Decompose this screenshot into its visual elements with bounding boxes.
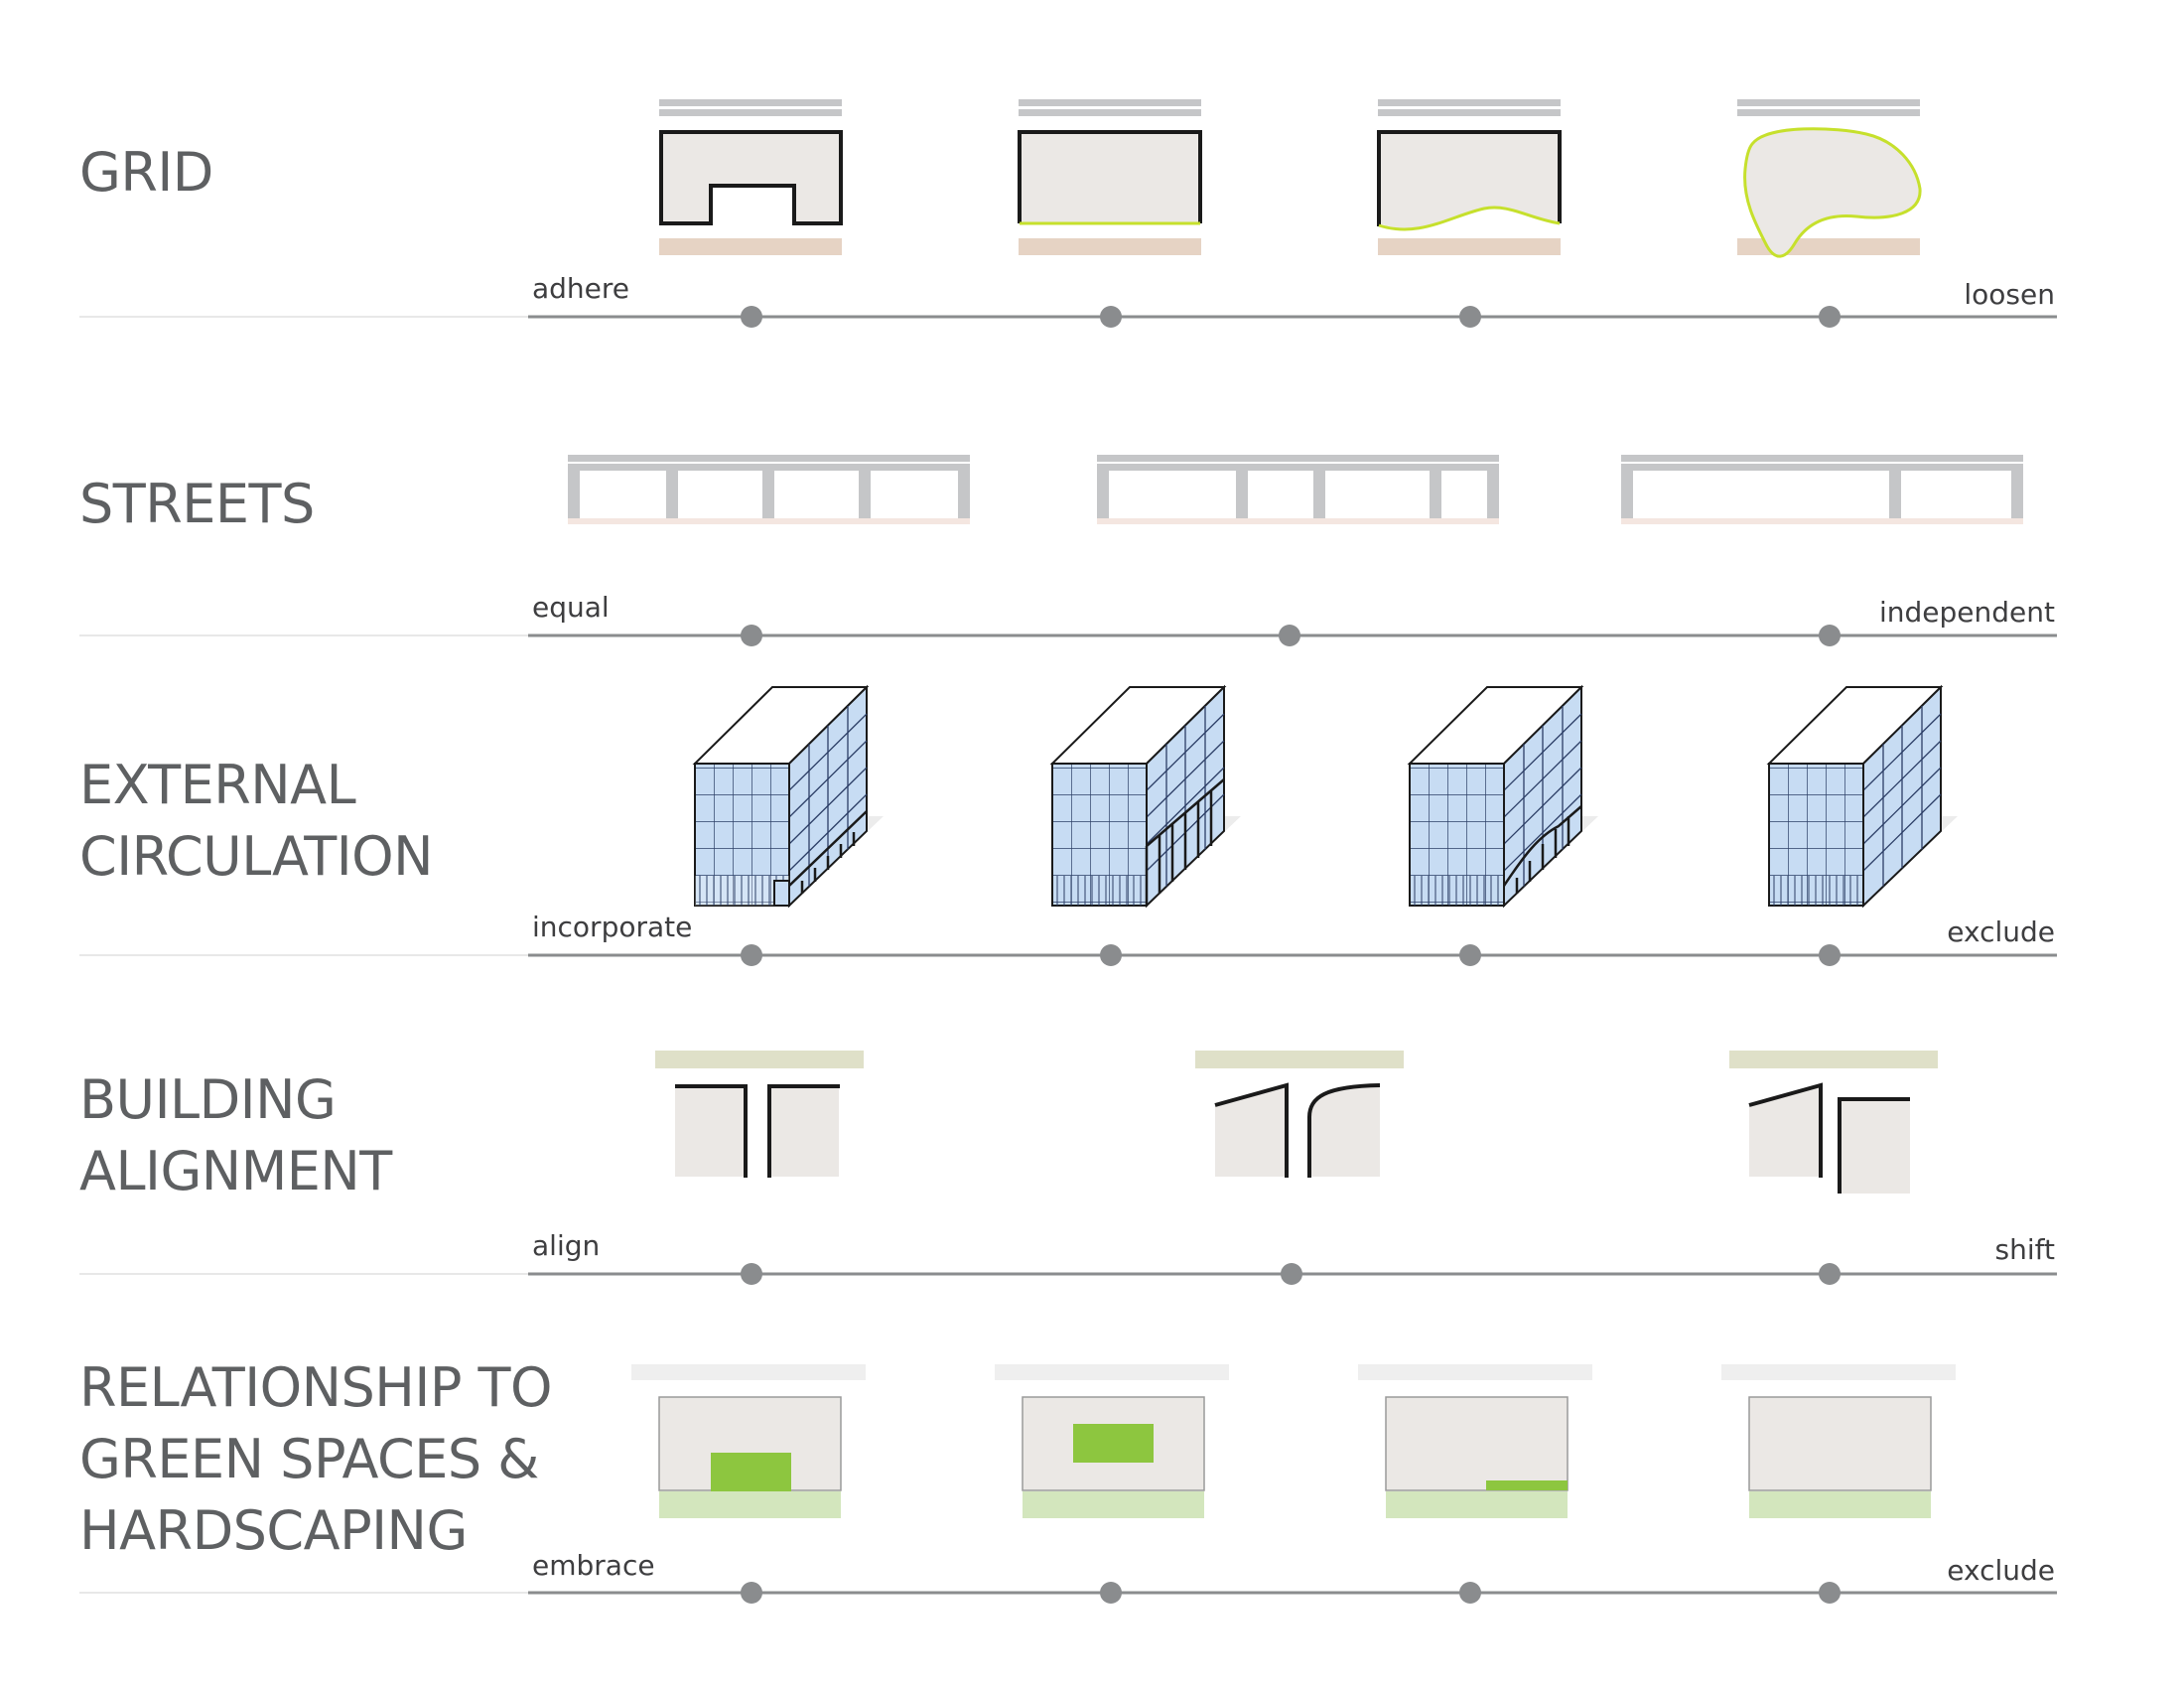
axis-dot[interactable] — [1100, 1582, 1122, 1604]
axis-dot[interactable] — [1279, 625, 1300, 646]
title-line: HARDSCAPING — [79, 1499, 468, 1562]
axis-dot[interactable] — [741, 625, 762, 646]
grid-diagram-4 — [1737, 99, 1922, 258]
axis-left-label-streets: equal — [532, 591, 610, 624]
circulation-building-2 — [1049, 684, 1241, 909]
axis-grid — [79, 306, 2057, 328]
streets-diagram-3 — [1621, 455, 2023, 524]
axis-dot[interactable] — [1100, 306, 1122, 328]
green-diagram-4 — [1721, 1364, 1956, 1518]
axis-right-label-green: exclude — [1947, 1554, 2055, 1587]
axis-dot[interactable] — [741, 1582, 762, 1604]
circulation-building-1 — [692, 684, 884, 909]
axis-dot[interactable] — [1459, 1582, 1481, 1604]
grid-diagram-2 — [1018, 99, 1202, 255]
grid-diagram-1 — [659, 99, 843, 255]
green-diagram-3 — [1358, 1364, 1592, 1518]
axis-left-label-circulation: incorporate — [532, 911, 693, 943]
title-line: BUILDING — [79, 1068, 337, 1131]
axis-dot[interactable] — [741, 944, 762, 966]
axis-alignment — [79, 1263, 2057, 1285]
axis-right-label-circulation: exclude — [1947, 915, 2055, 948]
streets-diagram-1 — [568, 455, 970, 524]
axis-dot[interactable] — [1819, 625, 1841, 646]
title-line: CIRCULATION — [79, 825, 434, 888]
axis-dot[interactable] — [1819, 1582, 1841, 1604]
grid-diagram-3 — [1377, 99, 1562, 255]
axis-dot[interactable] — [1459, 944, 1481, 966]
axis-left-label-grid: adhere — [532, 272, 630, 305]
title-line: STREETS — [79, 473, 315, 535]
axis-circulation — [79, 944, 2057, 966]
title-line: GRID — [79, 141, 213, 204]
axis-dot[interactable] — [1100, 944, 1122, 966]
axis-dot[interactable] — [741, 306, 762, 328]
axis-right-label-alignment: shift — [1994, 1233, 2055, 1266]
row-title-building-alignment: BUILDING ALIGNMENT — [79, 1064, 392, 1207]
axis-dot[interactable] — [1819, 306, 1841, 328]
alignment-diagram-1 — [655, 1051, 864, 1178]
green-diagram-2 — [995, 1364, 1229, 1518]
axis-dot[interactable] — [1281, 1263, 1302, 1285]
axis-dot[interactable] — [741, 1263, 762, 1285]
axis-right-label-streets: independent — [1879, 596, 2055, 629]
alignment-diagram-2 — [1195, 1051, 1404, 1178]
axis-streets — [79, 625, 2057, 646]
alignment-diagram-3 — [1729, 1051, 1938, 1194]
row-title-streets: STREETS — [79, 469, 315, 540]
green-diagram-1 — [631, 1364, 866, 1518]
circulation-building-4 — [1766, 684, 1958, 909]
axis-green — [79, 1582, 2057, 1604]
axis-left-label-green: embrace — [532, 1549, 655, 1582]
streets-diagram-2 — [1097, 455, 1499, 524]
title-line: RELATIONSHIP TO — [79, 1356, 553, 1419]
axis-dot[interactable] — [1819, 1263, 1841, 1285]
circulation-building-3 — [1407, 684, 1598, 909]
axis-left-label-alignment: align — [532, 1229, 601, 1262]
axis-right-label-grid: loosen — [1964, 278, 2055, 311]
title-line: ALIGNMENT — [79, 1140, 392, 1202]
row-title-green-spaces: RELATIONSHIP TO GREEN SPACES & HARDSCAPI… — [79, 1352, 553, 1567]
axis-dot[interactable] — [1819, 944, 1841, 966]
row-title-grid: GRID — [79, 137, 213, 209]
row-title-external-circulation: EXTERNAL CIRCULATION — [79, 750, 434, 893]
axis-dot[interactable] — [1459, 306, 1481, 328]
title-line: EXTERNAL — [79, 754, 356, 816]
title-line: GREEN SPACES & — [79, 1428, 539, 1490]
